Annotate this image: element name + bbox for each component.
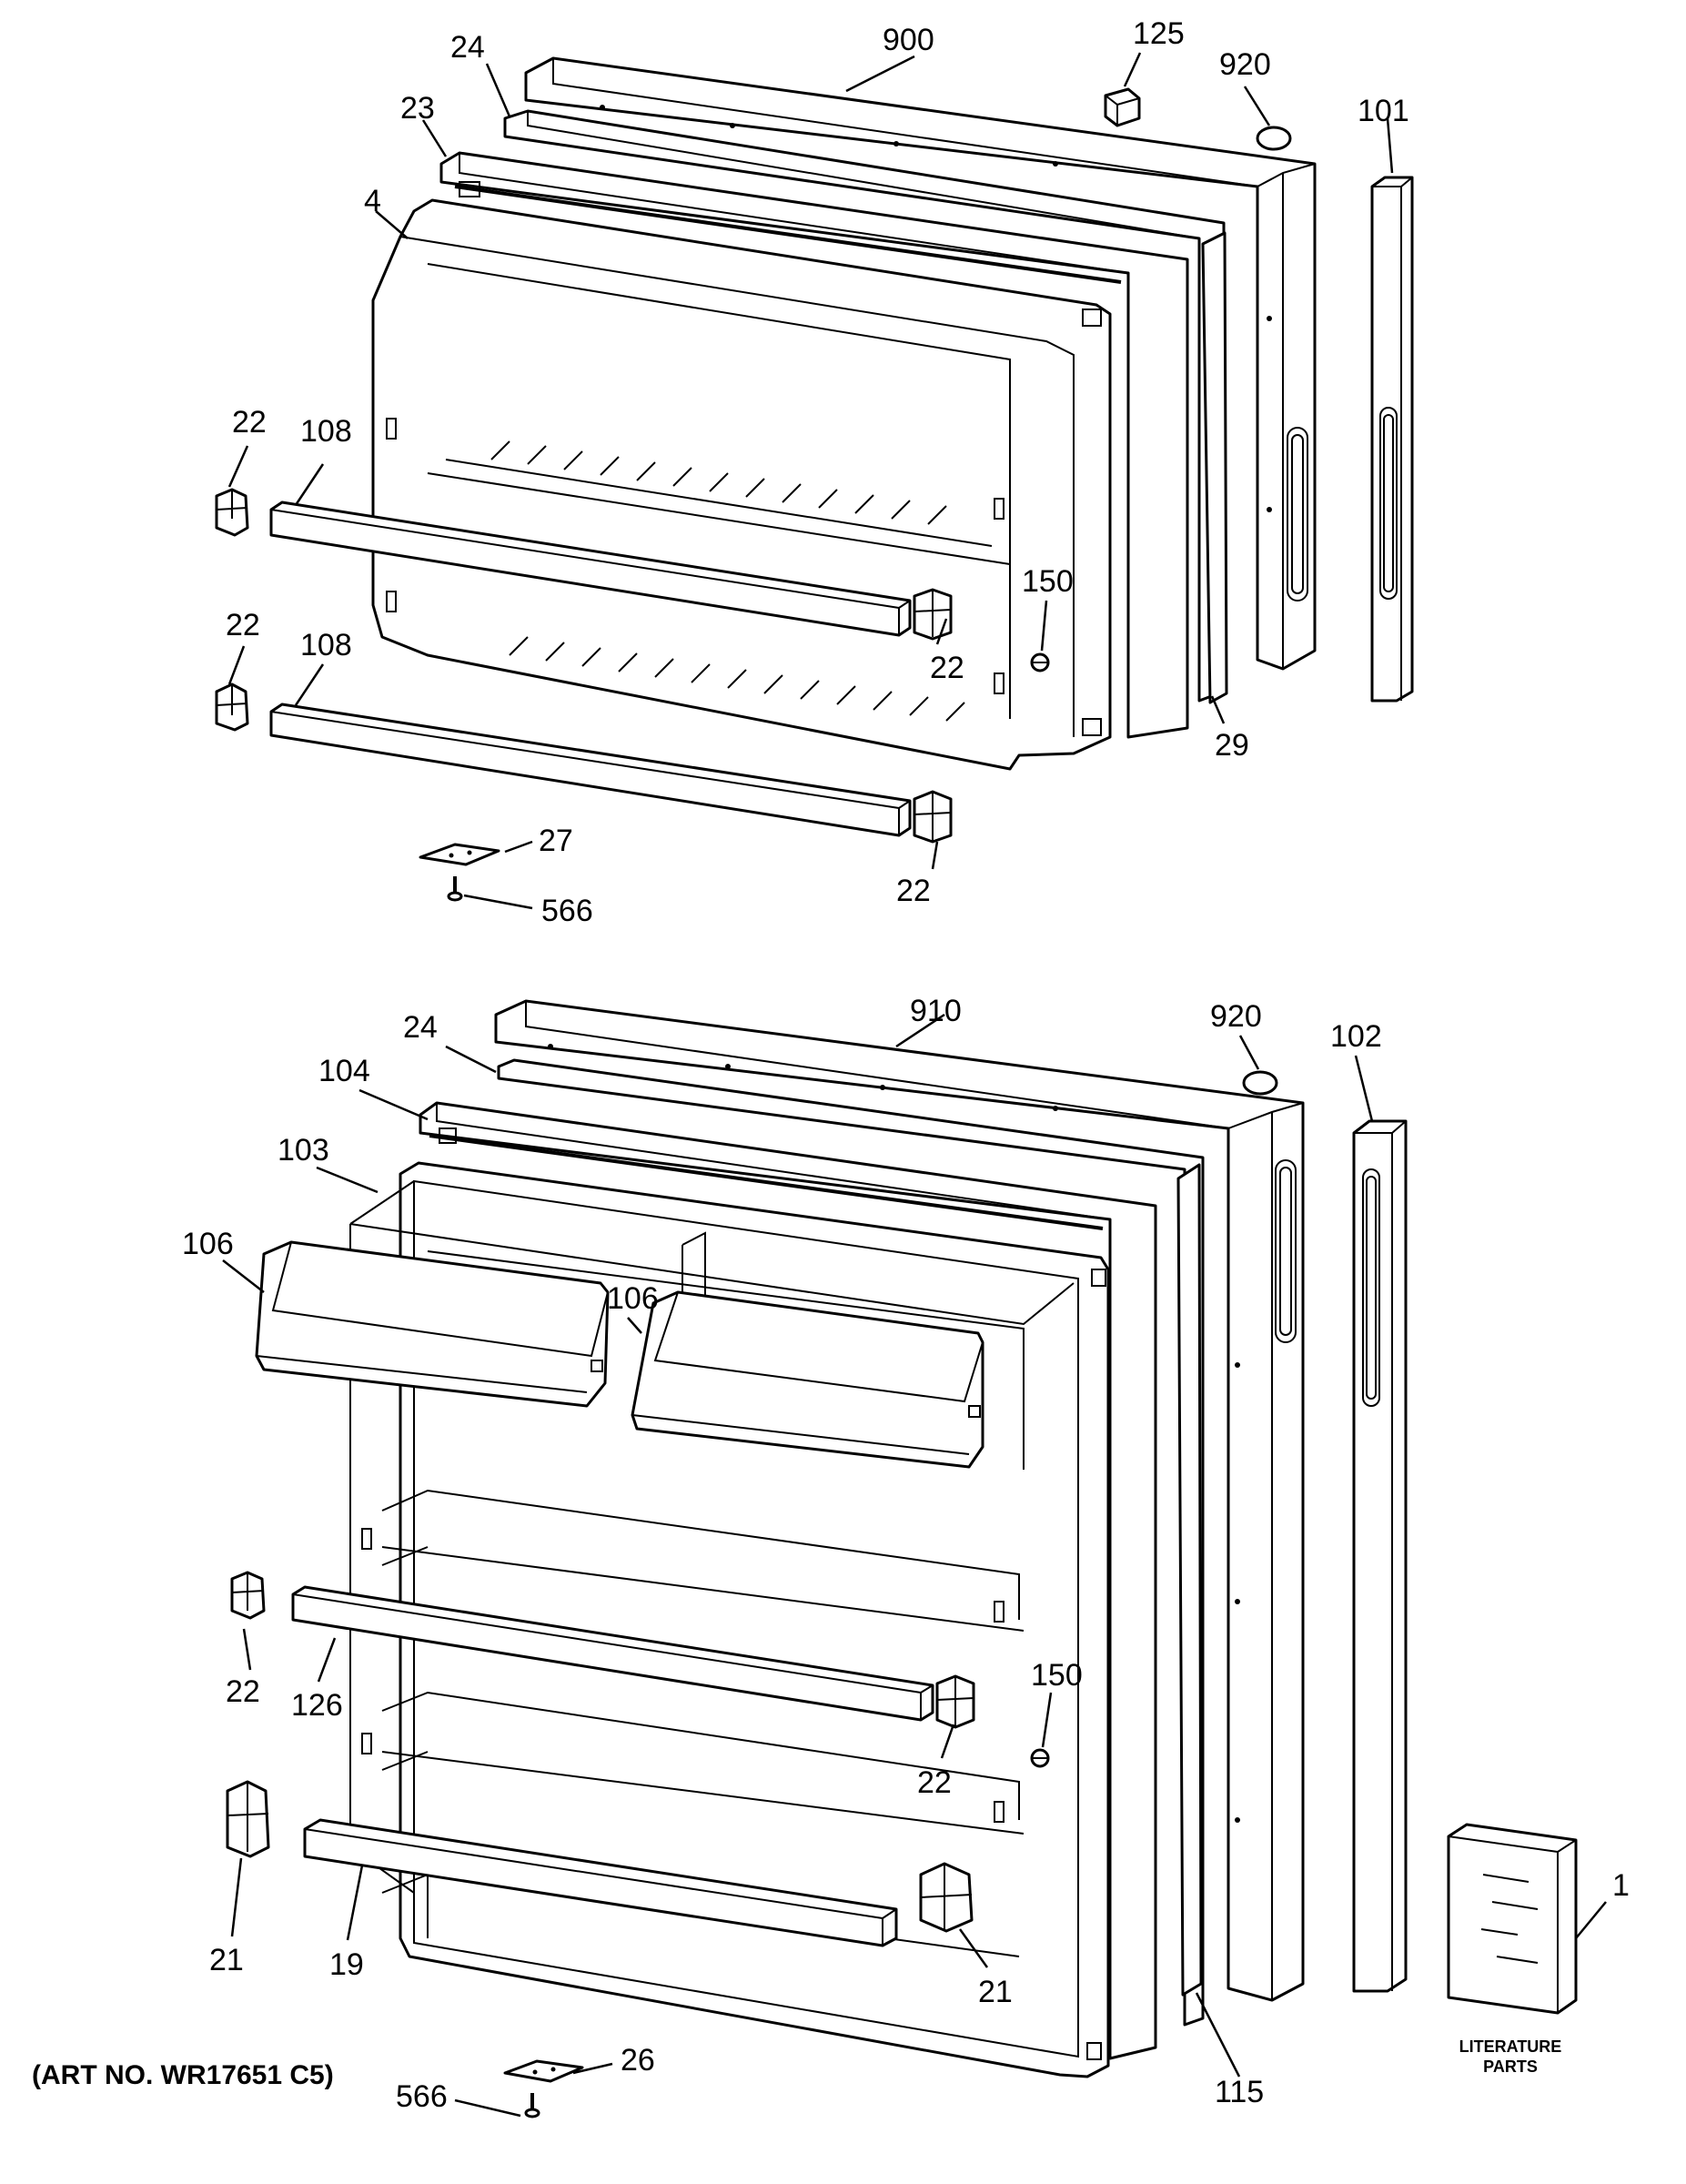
part-plug-920-bottom	[1242, 1070, 1278, 1096]
part-shelf-clip-21-b	[919, 1862, 974, 1933]
part-shelf-clip-22-a	[215, 488, 249, 537]
part-trim-strip-115	[1176, 1163, 1203, 1997]
callout-101: 101	[1358, 94, 1409, 128]
callout-900: 900	[883, 23, 934, 57]
part-shelf-clip-21-a	[226, 1780, 270, 1858]
part-door-bin-106-right	[631, 1290, 984, 1469]
freezer-door-assembly	[215, 56, 1414, 902]
callout-566-top: 566	[541, 894, 593, 928]
part-door-liner-104	[419, 1101, 1157, 2060]
callout-22-top-c: 22	[226, 608, 260, 642]
callout-22-top-b: 22	[930, 651, 964, 685]
part-shelf-bar-108-upper	[269, 500, 912, 637]
callout-22-bottom-b: 22	[917, 1765, 952, 1800]
callout-22-top-d: 22	[896, 874, 931, 908]
callout-21-right: 21	[978, 1975, 1013, 2009]
part-shelf-bar-19	[303, 1818, 898, 1947]
fresh-food-door-assembly	[226, 999, 1578, 2118]
part-shelf-clip-22-e	[230, 1571, 266, 1620]
part-screw-566-top	[447, 876, 463, 902]
callout-29: 29	[1215, 728, 1249, 763]
callout-108-lower: 108	[300, 628, 352, 662]
part-plug-920-top	[1256, 126, 1292, 151]
callout-24-top: 24	[450, 30, 485, 65]
literature-label-line2: PARTS	[1483, 2058, 1538, 2076]
callout-1: 1	[1612, 1868, 1630, 1903]
part-hinge-plate-26	[503, 2059, 584, 2083]
part-hinge-plate-27	[419, 843, 500, 866]
callout-150-top: 150	[1022, 564, 1074, 599]
callout-labels: 900 125 920 24 23 4 101 22 108 150 22 22…	[182, 16, 1630, 2114]
callout-102: 102	[1330, 1019, 1382, 1054]
callout-24-bottom: 24	[403, 1010, 438, 1045]
part-literature-1	[1447, 1823, 1578, 2015]
callout-21-left: 21	[209, 1943, 244, 1977]
part-screw-150-top	[1030, 652, 1050, 672]
part-shelf-clip-22-b	[913, 588, 953, 641]
callout-910: 910	[910, 994, 962, 1028]
callout-23: 23	[400, 91, 435, 126]
callout-115: 115	[1215, 2075, 1264, 2109]
part-shelf-clip-22-f	[935, 1674, 975, 1729]
part-screw-150-bottom	[1030, 1748, 1050, 1768]
part-shelf-bar-126	[291, 1585, 934, 1722]
part-freezer-liner-4	[371, 198, 1112, 771]
callout-106-left: 106	[182, 1227, 234, 1261]
callout-920-bottom: 920	[1210, 999, 1262, 1034]
part-shelf-clip-22-c	[215, 682, 249, 732]
part-shelf-bar-108-lower	[269, 703, 912, 837]
callout-106-right: 106	[607, 1281, 659, 1316]
part-door-handle-102	[1352, 1119, 1408, 1993]
callout-22-top-a: 22	[232, 405, 267, 440]
part-screw-566-bottom	[524, 2093, 540, 2118]
callout-920-top: 920	[1219, 47, 1271, 82]
callout-19: 19	[329, 1947, 364, 1982]
part-door-bin-106-left	[255, 1240, 610, 1408]
part-125	[1104, 87, 1141, 127]
part-outer-door-910	[494, 999, 1305, 2002]
literature-label-line1: LITERATURE	[1459, 2037, 1562, 2056]
callout-150-bottom: 150	[1031, 1658, 1083, 1693]
callout-566-bottom: 566	[396, 2079, 448, 2114]
callout-125: 125	[1133, 16, 1185, 51]
part-trim-strip-29	[1201, 231, 1228, 704]
callout-26: 26	[621, 2043, 655, 2078]
part-outer-door-900	[524, 56, 1317, 671]
callout-108-upper: 108	[300, 414, 352, 449]
part-door-handle-101	[1370, 176, 1414, 703]
part-door-gasket-24-lower	[497, 1058, 1205, 2027]
leader-lines	[222, 52, 1607, 2118]
callout-27: 27	[539, 824, 573, 858]
art-number: (ART NO. WR17651 C5)	[32, 2060, 334, 2090]
part-door-liner-23	[439, 151, 1189, 739]
callout-103: 103	[278, 1133, 329, 1168]
callout-22-bottom-a: 22	[226, 1674, 260, 1709]
callout-104: 104	[318, 1054, 370, 1088]
part-shelf-clip-22-d	[913, 790, 953, 844]
callout-4: 4	[364, 184, 381, 218]
callout-126: 126	[291, 1688, 343, 1723]
